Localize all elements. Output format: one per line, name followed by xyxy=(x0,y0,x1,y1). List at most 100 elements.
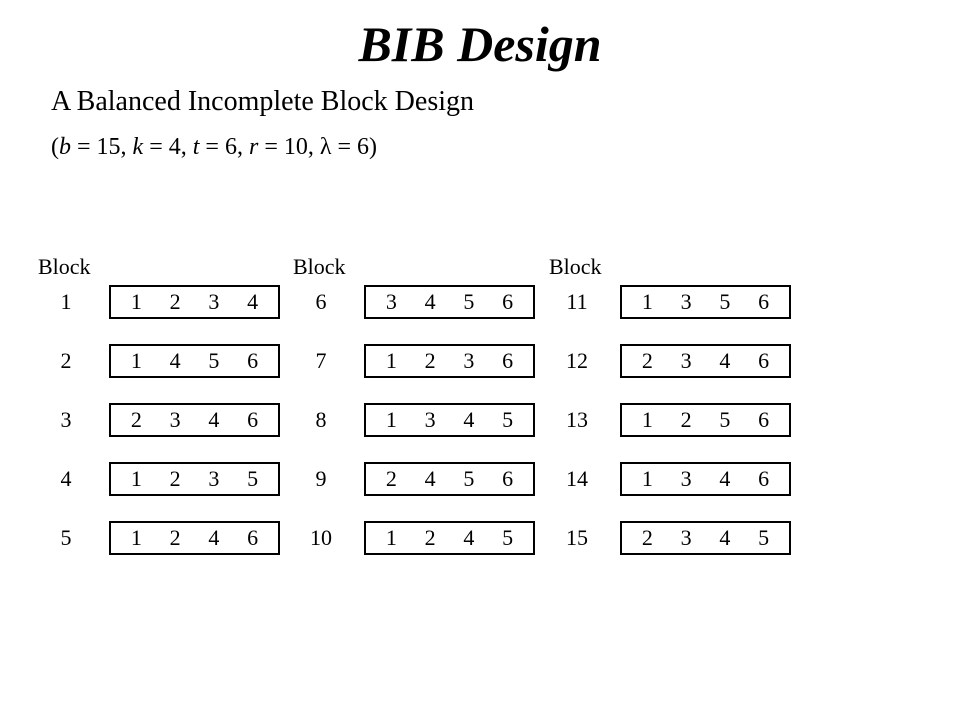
param-t-symbol: t xyxy=(192,134,200,160)
param-k-symbol: k xyxy=(132,134,144,160)
treatment-value: 4 xyxy=(719,466,731,491)
treatment-value: 1 xyxy=(130,348,142,373)
treatment-value: 1 xyxy=(641,466,653,491)
param-lambda-symbol: λ xyxy=(319,134,332,160)
param-b-symbol: b xyxy=(59,134,71,160)
treatment-value: 6 xyxy=(502,348,514,373)
treatment-value: 1 xyxy=(641,407,653,432)
block-number: 5 xyxy=(60,525,72,550)
block-number: 15 xyxy=(566,525,588,550)
treatment-value: 1 xyxy=(385,348,397,373)
treatment-value: 4 xyxy=(208,525,220,550)
treatment-value: 6 xyxy=(758,407,770,432)
treatment-value: 3 xyxy=(680,348,692,373)
treatment-set-box: 1 2 5 6 xyxy=(620,403,791,437)
treatment-set-box: 1 2 3 5 xyxy=(109,462,280,496)
treatment-value: 3 xyxy=(424,407,436,432)
slide-title: BIB Design xyxy=(358,16,602,72)
treatment-value: 4 xyxy=(169,348,181,373)
treatment-value: 3 xyxy=(463,348,475,373)
block-number: 4 xyxy=(60,466,72,491)
treatment-value: 5 xyxy=(758,525,770,550)
block-column-header: Block xyxy=(38,254,91,279)
treatment-value: 2 xyxy=(641,525,653,550)
design-parameters: (b = 15, k = 4, t = 6, r = 10, λ = 6) xyxy=(51,127,377,167)
treatment-value: 6 xyxy=(502,466,514,491)
treatment-value: 3 xyxy=(208,466,220,491)
treatment-value: 3 xyxy=(385,289,397,314)
block-number: 11 xyxy=(566,289,588,314)
treatment-value: 3 xyxy=(680,289,692,314)
treatment-value: 2 xyxy=(169,466,181,491)
treatment-value: 3 xyxy=(680,466,692,491)
treatment-value: 1 xyxy=(385,407,397,432)
treatment-value: 2 xyxy=(169,525,181,550)
param-b-value: = 15, xyxy=(71,134,133,160)
block-row: 7 1 2 3 6 xyxy=(297,344,557,378)
treatment-value: 5 xyxy=(719,407,731,432)
param-lambda-value: = 6) xyxy=(331,134,378,160)
treatment-value: 1 xyxy=(130,466,142,491)
treatment-value: 5 xyxy=(502,525,514,550)
treatment-value: 2 xyxy=(169,289,181,314)
treatment-value: 5 xyxy=(247,466,259,491)
block-number: 7 xyxy=(315,348,327,373)
block-number: 3 xyxy=(60,407,72,432)
param-k-value: = 4, xyxy=(143,134,193,160)
block-column-header: Block xyxy=(549,254,602,279)
treatment-set-box: 2 3 4 6 xyxy=(109,403,280,437)
param-r-symbol: r xyxy=(248,134,259,160)
treatment-value: 3 xyxy=(169,407,181,432)
treatment-set-box: 2 3 4 6 xyxy=(620,344,791,378)
param-r-value: = 10, xyxy=(258,134,320,160)
treatment-value: 2 xyxy=(680,407,692,432)
treatment-value: 4 xyxy=(208,407,220,432)
treatment-value: 6 xyxy=(758,348,770,373)
block-row: 4 1 2 3 5 xyxy=(42,462,302,496)
treatment-set-box: 1 2 3 6 xyxy=(364,344,535,378)
params-open: ( xyxy=(51,134,59,160)
treatment-value: 5 xyxy=(502,407,514,432)
treatment-value: 1 xyxy=(130,525,142,550)
block-number: 14 xyxy=(566,466,588,491)
treatment-value: 3 xyxy=(680,525,692,550)
block-number: 8 xyxy=(315,407,327,432)
block-number: 13 xyxy=(566,407,588,432)
block-row: 12 2 3 4 6 xyxy=(553,344,813,378)
block-number: 10 xyxy=(310,525,332,550)
treatment-value: 2 xyxy=(641,348,653,373)
treatment-value: 2 xyxy=(424,348,436,373)
treatment-value: 1 xyxy=(385,525,397,550)
block-column-header: Block xyxy=(293,254,346,279)
treatment-value: 2 xyxy=(385,466,397,491)
treatment-value: 4 xyxy=(247,289,259,314)
block-row: 3 2 3 4 6 xyxy=(42,403,302,437)
design-description: A Balanced Incomplete Block Design xyxy=(51,86,474,117)
block-number: 6 xyxy=(315,289,327,314)
treatment-value: 5 xyxy=(463,289,475,314)
treatment-value: 2 xyxy=(130,407,142,432)
treatment-value: 5 xyxy=(208,348,220,373)
treatment-value: 4 xyxy=(719,348,731,373)
block-number: 12 xyxy=(566,348,588,373)
treatment-value: 6 xyxy=(247,407,259,432)
